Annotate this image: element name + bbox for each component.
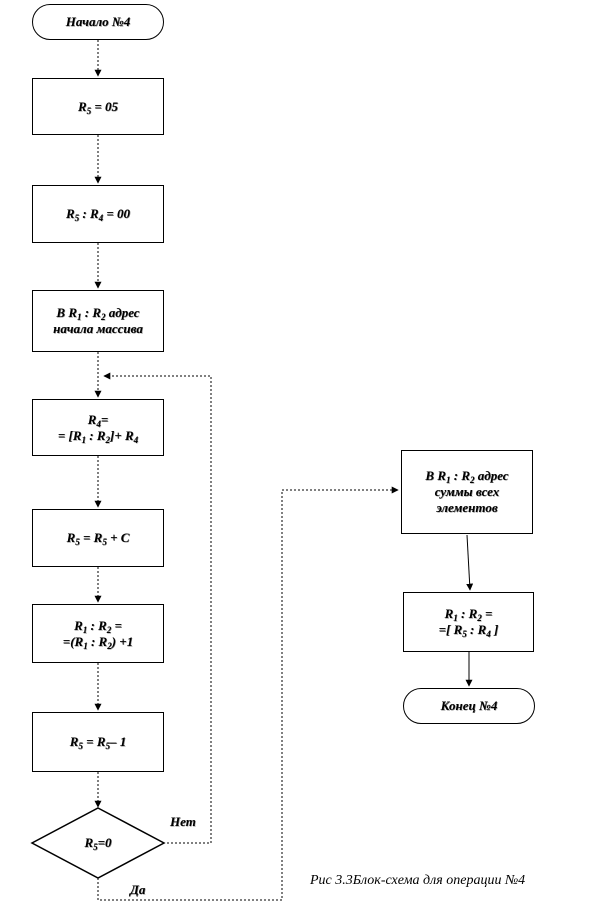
step-store-sum: R1 : R2 = =[ R5 : R4 ]	[403, 592, 534, 652]
step-array-start-address: В R1 : R2 адрес начала массива	[32, 290, 164, 352]
connector-yes	[97, 486, 399, 901]
decision-label: R5=0	[84, 835, 112, 852]
decision-diamond	[30, 807, 166, 879]
step-r5-r4-assign-00: R5 : R4 = 00	[32, 185, 164, 243]
yes-branch-label: Да	[130, 882, 146, 897]
step-r5-assign-05: R5 = 05	[32, 78, 164, 135]
step-r5-add-carry: R5 = R5 + C	[32, 509, 164, 567]
step-r4-accumulate: R4= = [R1 : R2]+ R4	[32, 399, 164, 456]
step-address-increment: R1 : R2 = =(R1 : R2) +1	[32, 604, 164, 663]
no-branch-label: Нет	[170, 814, 196, 829]
start-terminal: Начало №4	[32, 4, 164, 40]
connector-right1-right2	[466, 534, 474, 591]
connector-loop-no	[103, 372, 212, 844]
figure-caption: Рис 3.3Блок-схема для операции №4	[310, 873, 526, 888]
step-sum-address: В R1 : R2 адрес суммы всех элементов	[401, 450, 533, 534]
step-r5-decrement: R5 = R5– 1	[32, 712, 164, 772]
end-terminal: Конец №4	[403, 688, 535, 724]
